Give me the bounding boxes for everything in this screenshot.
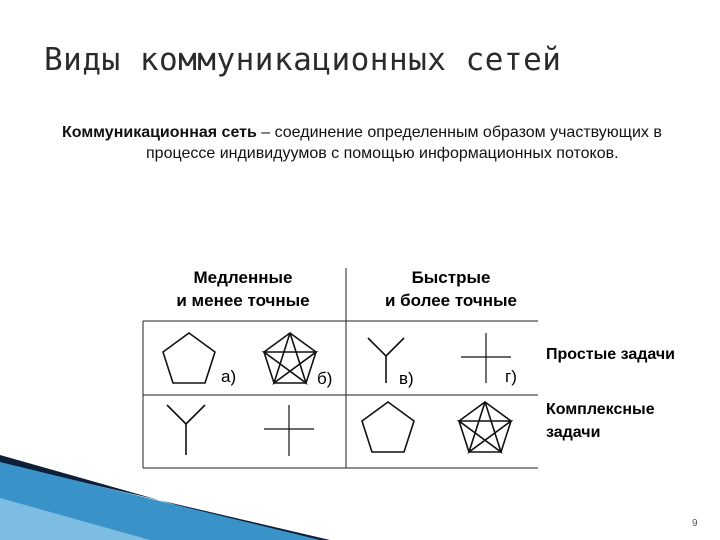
- row-label-simple-line1: Простые задачи: [546, 346, 675, 363]
- definition-term: Коммуникационная сеть: [62, 124, 257, 141]
- definition-text: – соединение определенным образом участв…: [146, 124, 662, 162]
- pentagon-network-slow: [162, 332, 216, 384]
- slide-title: Виды коммуникационных сетей: [44, 42, 562, 78]
- row-label-complex-line2: задачи: [546, 424, 601, 441]
- cross-network-slow: [264, 405, 314, 456]
- figure-label-b: б): [317, 369, 333, 388]
- y-network-fast: [367, 337, 405, 383]
- column-header-slow: Медленные и менее точные: [158, 266, 328, 312]
- cross-network-fast: [461, 333, 511, 383]
- figure-label-a: а): [221, 367, 237, 386]
- column-header-slow-line2: и менее точные: [176, 291, 310, 310]
- y-network-slow: [166, 404, 206, 455]
- figure-label-g: г): [505, 367, 517, 386]
- slide-number: 9: [692, 518, 698, 529]
- definition-paragraph: Коммуникационная сеть – соединение опред…: [62, 122, 720, 164]
- column-header-fast: Быстрые и более точные: [366, 266, 536, 312]
- pentagon-star-network-slow: [261, 332, 319, 386]
- column-header-fast-line2: и более точные: [384, 291, 517, 310]
- figure-label-v: в): [399, 369, 414, 388]
- pentagon-network-fast: [361, 401, 415, 453]
- column-header-slow-line1: Медленные: [193, 268, 293, 287]
- pentagon-star-network-fast: [456, 401, 514, 455]
- row-label-complex-line1: Комплексные: [546, 401, 655, 418]
- row-label-simple: Простые задачи: [546, 343, 675, 366]
- accent-light-stripe: [0, 498, 150, 540]
- row-label-complex: Комплексные задачи: [546, 398, 655, 444]
- column-header-fast-line1: Быстрые: [411, 268, 491, 287]
